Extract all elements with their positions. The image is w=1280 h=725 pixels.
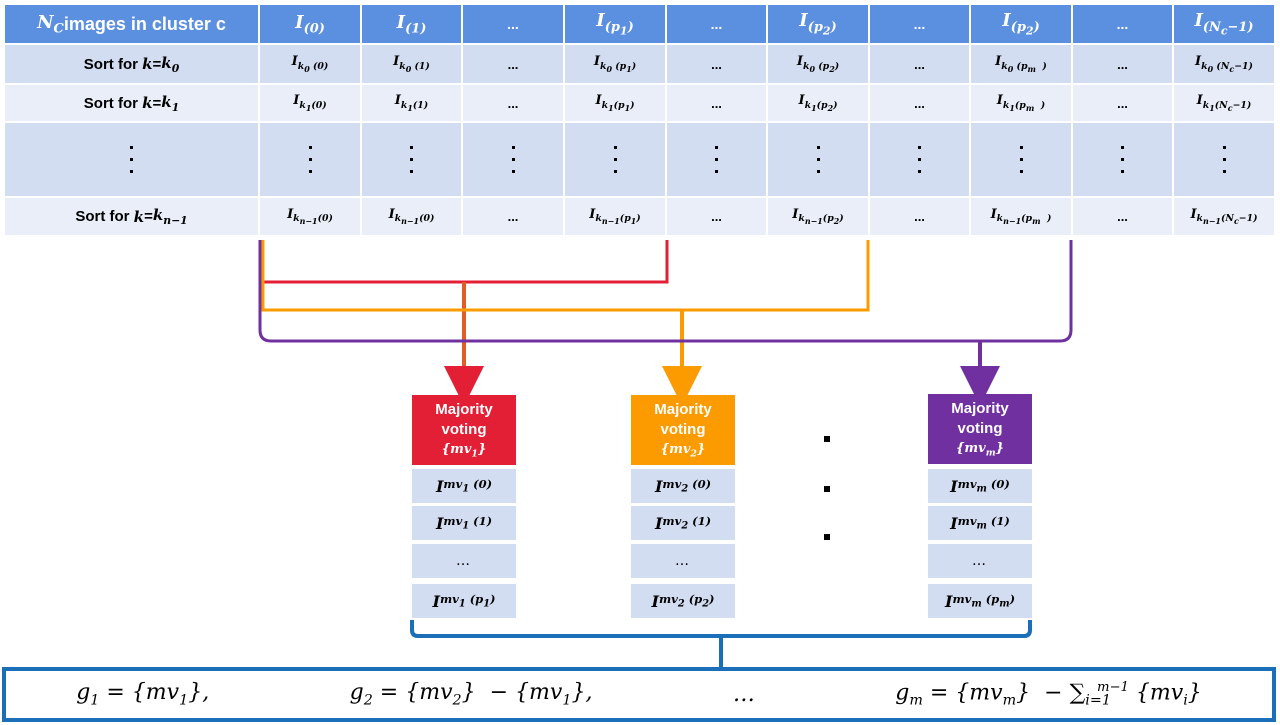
voting-title-line1: Majority — [654, 401, 712, 418]
vertical-ellipsis-cell — [260, 123, 362, 198]
formula-gm: gm = {mvm} − ∑i=1m−1 {mvi} — [895, 680, 1202, 709]
red-connector — [259, 240, 669, 284]
table-cell: Ik0 (1) — [362, 45, 463, 85]
column-header: ... — [463, 5, 565, 45]
row-label-k1: Sort for k=k1 — [5, 85, 260, 123]
bottom-brace — [410, 620, 1032, 667]
table-cell: Ik1(p2) — [768, 85, 870, 123]
majority-voting-block-2: Majority voting {mv2} — [631, 395, 735, 465]
column-header: ... — [1073, 5, 1174, 45]
voting-set-label: {mvm} — [956, 441, 1004, 459]
table-cell: Ikn−1(p1) — [565, 198, 667, 237]
header-label-text: images in cluster c — [63, 13, 226, 34]
table-cell: ... — [667, 45, 768, 85]
ellipsis-dot — [824, 436, 830, 442]
vertical-ellipsis-cell — [971, 123, 1073, 198]
purple-connector — [258, 240, 1073, 343]
vertical-ellipsis-cell — [768, 123, 870, 198]
orange-connector — [261, 240, 870, 312]
table-cell: Ik1(Nc−1) — [1174, 85, 1276, 123]
table-cell: Ik0 (0) — [260, 45, 362, 85]
column-header: ... — [870, 5, 971, 45]
majority-voting-block-m: Majority voting {mvm} — [928, 394, 1032, 464]
table-cell: Ik1(pm ) — [971, 85, 1073, 123]
vertical-ellipsis-cell — [463, 123, 565, 198]
row-label-k0: Sort for k=k0 — [5, 45, 260, 85]
table-cell: ... — [1073, 45, 1174, 85]
vertical-ellipsis-cell — [362, 123, 463, 198]
formula-ellipsis: … — [732, 682, 755, 707]
formula-g1: g1 = {mv1}, — [76, 680, 210, 709]
voting-item-ellipsis: … — [412, 544, 516, 578]
voting-set-label: {mv2} — [660, 442, 706, 460]
table-cell: Ik1(p1) — [565, 85, 667, 123]
table-cell: Ikn−1(Nc−1) — [1174, 198, 1276, 237]
table-cell: Ikn−1(0) — [362, 198, 463, 237]
column-header: I(0) — [260, 5, 362, 45]
table-cell: ... — [667, 85, 768, 123]
table-header-label: NC images in cluster c — [5, 5, 260, 45]
table-cell: ... — [463, 198, 565, 237]
ellipsis-dot — [824, 486, 830, 492]
table-cell: Ik0 (Nc−1) — [1174, 45, 1276, 85]
column-header: I(p1) — [565, 5, 667, 45]
table-cell: Ikn−1(p2) — [768, 198, 870, 237]
voting-title-line1: Majority — [951, 400, 1009, 417]
table-cell: ... — [667, 198, 768, 237]
vertical-ellipsis-cell — [565, 123, 667, 198]
table-cell: ... — [870, 198, 971, 237]
voting-item-ellipsis: … — [928, 544, 1032, 578]
column-header: I(1) — [362, 5, 463, 45]
table-cell: Ikn−1(0) — [260, 198, 362, 237]
table-cell: ... — [870, 45, 971, 85]
vertical-ellipsis-cell — [1073, 123, 1174, 198]
voting-title-line1: Majority — [435, 401, 493, 418]
formula-g2: g2 = {mv2} − {mv1}, — [349, 680, 593, 709]
vertical-ellipsis-cell — [870, 123, 971, 198]
column-header: I(p2) — [971, 5, 1073, 45]
table-cell: ... — [1073, 85, 1174, 123]
vertical-ellipsis-cell — [1174, 123, 1276, 198]
table-cell: ... — [463, 85, 565, 123]
table-cell: Ikn−1(pm ) — [971, 198, 1073, 237]
table-cell: Ik0 (p1) — [565, 45, 667, 85]
table-cell: Ik0 (p2) — [768, 45, 870, 85]
vertical-ellipsis-cell — [667, 123, 768, 198]
ellipsis-dot — [824, 534, 830, 540]
table-cell: ... — [870, 85, 971, 123]
group-formula-box: g1 = {mv1}, g2 = {mv2} − {mv1}, … gm = {… — [2, 667, 1276, 722]
vertical-ellipsis-cell — [5, 123, 260, 198]
column-header: I(Nc−1) — [1174, 5, 1276, 45]
column-header: I(p2) — [768, 5, 870, 45]
table-cell: ... — [463, 45, 565, 85]
table-cell: ... — [1073, 198, 1174, 237]
voting-item-ellipsis: … — [631, 544, 735, 578]
row-label-kn-1: Sort for k=kn−1 — [5, 198, 260, 237]
table-cell: Ik1(0) — [260, 85, 362, 123]
table-cell: Ik1(1) — [362, 85, 463, 123]
voting-title-line2: voting — [957, 420, 1003, 437]
voting-title-line2: voting — [441, 421, 487, 438]
majority-voting-block-1: Majority voting {mv1} — [412, 395, 516, 465]
voting-title-line2: voting — [660, 421, 706, 438]
table-cell: Ik0 (pm ) — [971, 45, 1073, 85]
column-header: ... — [667, 5, 768, 45]
nc-symbol: NC — [37, 11, 64, 37]
voting-set-label: {mv1} — [441, 442, 487, 460]
